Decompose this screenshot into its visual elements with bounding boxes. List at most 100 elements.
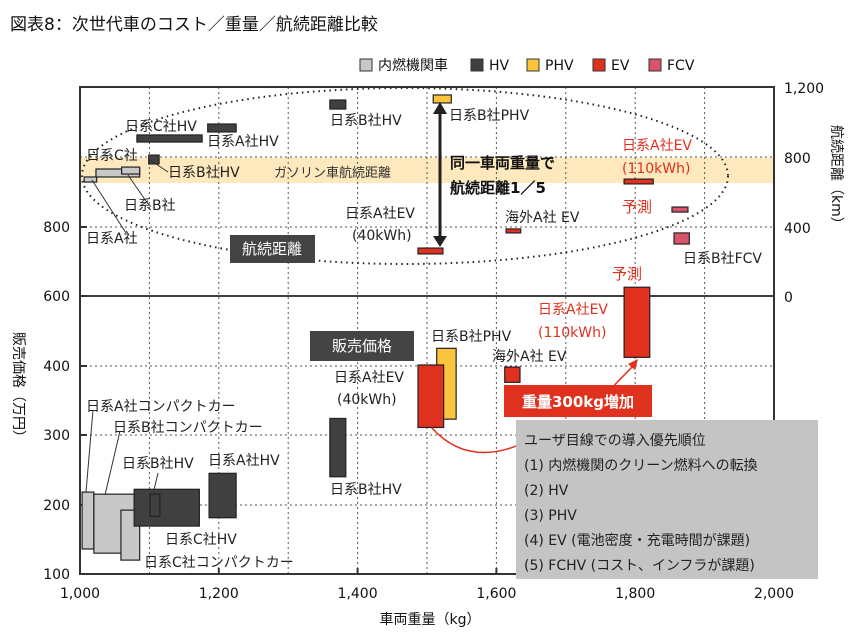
y-tick-label-left: 400 [43, 359, 70, 375]
data-label: 日系B社FCV [683, 251, 762, 267]
data-label: (110kWh) [622, 161, 690, 177]
leader-line [85, 409, 94, 493]
price-box-hv [208, 472, 237, 519]
y-tick-label-right: 800 [784, 151, 811, 167]
range-box-hv [329, 99, 347, 110]
data-label: 日系B社HV [168, 165, 240, 181]
range-badge-label: 航続距離 [242, 240, 302, 258]
legend-label-ice: 内燃機関車 [378, 57, 448, 74]
data-label: 日系B社PHV [431, 329, 512, 345]
range-box-ice [83, 176, 98, 183]
data-label: 日系C社HV [125, 119, 197, 135]
price-box-hv [133, 488, 200, 527]
data-label: 日系B社 [124, 198, 176, 214]
data-label: 日系B社PHV [449, 108, 530, 124]
data-label: 航続距離1／5 [450, 179, 546, 197]
range-badge [230, 235, 315, 263]
price-badge-label: 販売価格 [332, 337, 392, 355]
data-label: 日系B社HV [122, 456, 194, 472]
data-label: 日系C社コンパクトカー [144, 555, 294, 571]
legend-swatch-ice [359, 58, 373, 72]
leader-line [152, 472, 159, 495]
x-tick-label: 1,400 [338, 586, 378, 602]
y-tick-label-left: 200 [43, 498, 70, 514]
callout-item: (1) 内燃機関のクリーン燃料への転換 [524, 457, 758, 474]
callout-item: (4) EV (電池密度・充電時間が課題) [524, 532, 750, 549]
data-label: 日系C社 [86, 148, 138, 164]
data-label: 日系A社コンパクトカー [86, 399, 236, 415]
range-box-hv [148, 154, 160, 165]
data-label: 日系A社HV [208, 453, 280, 469]
data-label: (40kWh) [337, 392, 397, 408]
price-box-ice [81, 491, 95, 550]
range-box-ev [417, 247, 444, 255]
range-box-fcv [673, 232, 690, 245]
data-label: 日系A社EV [345, 206, 415, 222]
red-curve [431, 427, 531, 454]
callout-item: (2) HV [524, 483, 569, 499]
data-label: (110kWh) [538, 325, 606, 341]
data-label: 日系B社HV [330, 482, 402, 498]
data-label: 日系B社HV [330, 113, 402, 129]
y-tick-label-right: 400 [784, 221, 811, 237]
legend-label-phv: PHV [545, 58, 574, 74]
callout-item: (5) FCHV (コスト、インフラが課題) [524, 558, 755, 574]
legend-swatch-ev [592, 58, 606, 72]
range-box-ev [623, 178, 654, 185]
range-box-hv [207, 123, 237, 133]
callout-title: ユーザ目線での導入優先順位 [524, 433, 706, 449]
legend-label-hv: HV [489, 58, 510, 74]
data-label: 予測 [612, 265, 642, 283]
y-axis-title-left: 販売価格（万円） [10, 332, 26, 444]
data-label: 海外A社 EV [492, 349, 567, 365]
y-tick-label-left: 800 [43, 220, 70, 236]
leader-line [149, 159, 169, 173]
data-label: 日系C社HV [165, 532, 237, 548]
data-label: ガソリン車航続距離 [274, 165, 391, 181]
data-label: (40kWh) [352, 228, 412, 244]
plot-frame [79, 86, 775, 575]
data-label: 日系B社コンパクトカー [113, 420, 263, 436]
leader-line [104, 430, 121, 496]
callout-item: (3) PHV [524, 508, 577, 524]
x-tick-label: 1,600 [476, 586, 516, 602]
data-label: 日系A社EV [622, 138, 692, 154]
range-box-ev [505, 228, 522, 234]
price-box-ev [623, 286, 651, 358]
y-tick-label-left: 100 [43, 567, 70, 583]
weight-badge-label: 重量300kg増加 [522, 393, 634, 411]
legend-swatch-hv [470, 58, 484, 72]
arrow-head-down [433, 236, 447, 247]
legend-swatch-phv [526, 58, 540, 72]
range-box-ice [121, 166, 141, 175]
data-label: 予測 [622, 198, 652, 216]
y-tick-label-left: 600 [43, 289, 70, 305]
legend-label-fcv: FCV [667, 58, 695, 74]
legend-swatch-fcv [648, 58, 662, 72]
x-tick-label: 1,200 [199, 586, 239, 602]
x-tick-label: 1,000 [60, 586, 100, 602]
arrow-head-up [433, 102, 447, 114]
leader-line [127, 174, 149, 205]
range-box-phv [432, 94, 452, 104]
price-badge [310, 331, 414, 361]
data-label: 日系A社EV [538, 302, 608, 318]
data-label: 日系A社EV [334, 370, 404, 386]
y-tick-label-left: 300 [43, 428, 70, 444]
x-tick-label: 1,800 [615, 586, 655, 602]
y-axis-title-right: 航続距離（km） [828, 125, 845, 231]
range-ellipse [81, 87, 729, 265]
leader-line [91, 179, 127, 234]
y-tick-label-right: 0 [784, 290, 793, 306]
priority-callout [516, 420, 818, 579]
y-tick-label-right: 1,200 [784, 81, 824, 97]
weight-badge [504, 385, 652, 417]
price-box-hv [149, 493, 161, 517]
data-label: 日系A社 [86, 231, 138, 247]
range-box-fcv [671, 206, 689, 213]
legend-label-ev: EV [611, 58, 630, 74]
data-label: 同一車両重量で [450, 154, 555, 172]
x-tick-label: 2,000 [754, 586, 794, 602]
